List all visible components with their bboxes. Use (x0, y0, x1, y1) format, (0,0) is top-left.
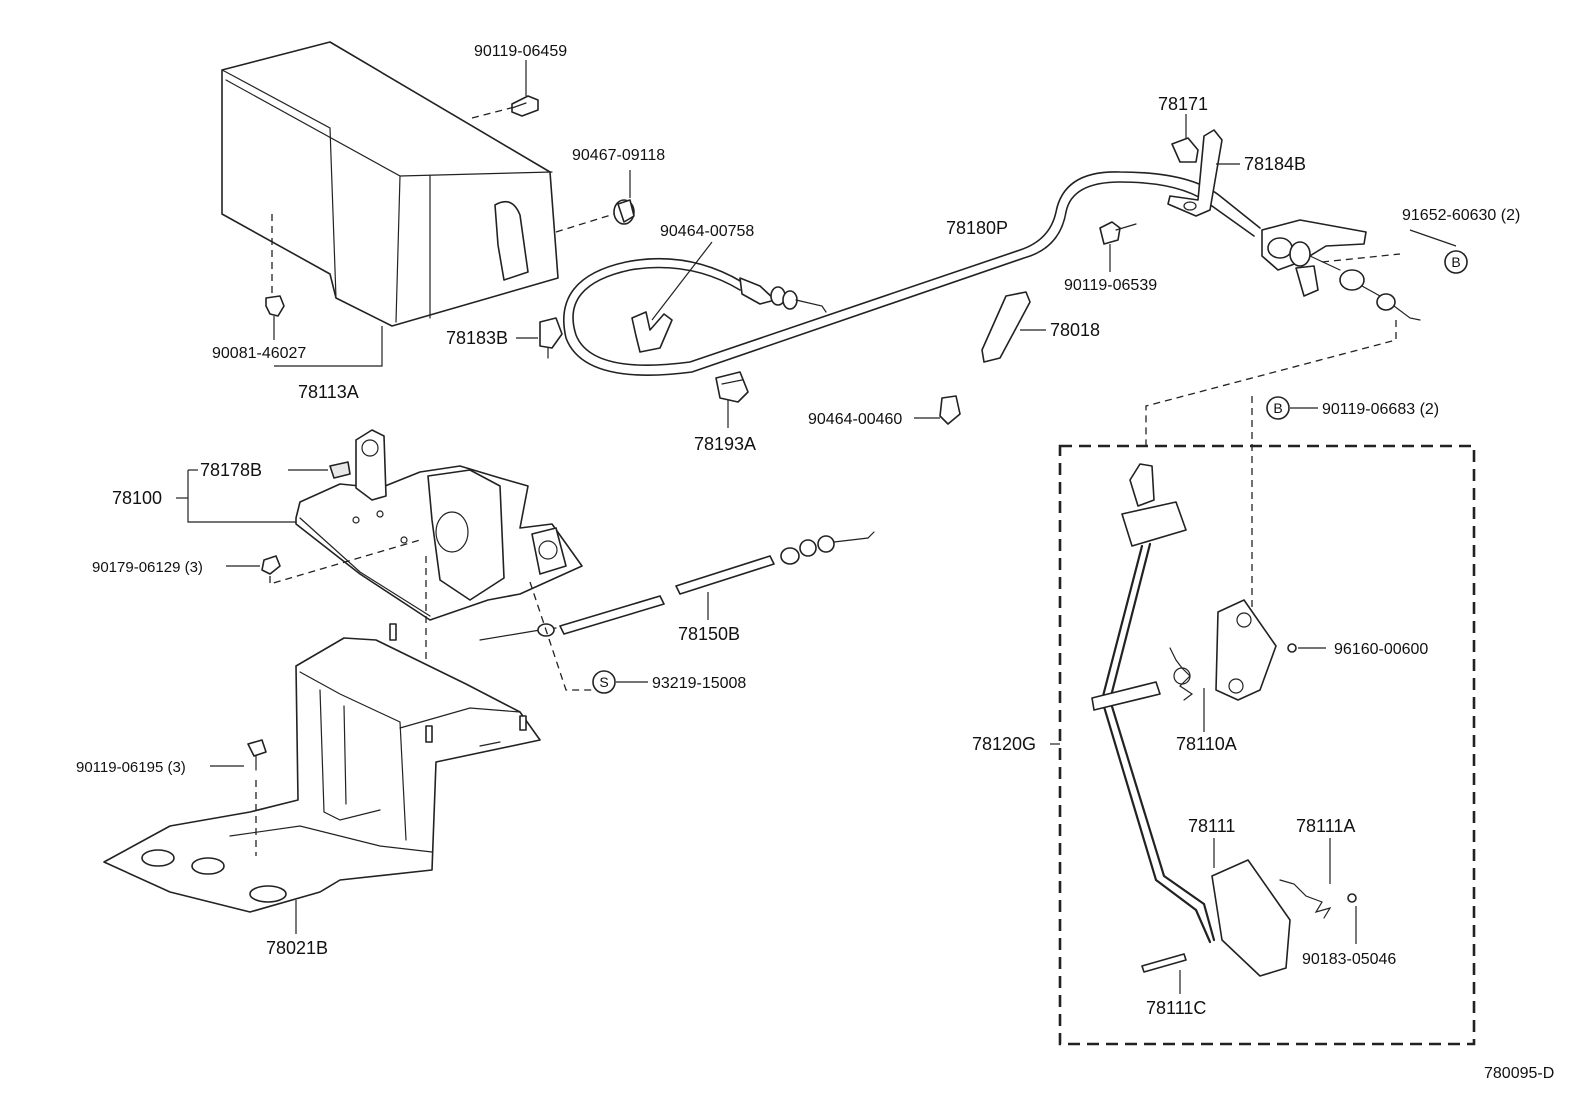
pedal-assembly-box-78120G (1058, 444, 1476, 1046)
spring-78111A (1279, 879, 1332, 919)
label-96160-00600: 96160-00600 (1334, 641, 1428, 658)
pad-78178B (329, 461, 351, 479)
bracket-pedal-stop (1215, 599, 1277, 701)
bracket-78184B (1167, 129, 1223, 217)
washer-96160-00600 (1287, 643, 1297, 653)
label-78018: 78018 (1050, 320, 1100, 340)
label-78111: 78111 (1188, 816, 1235, 836)
label-78150B: 78150B (678, 624, 740, 644)
label-78178B: 78178B (200, 460, 262, 480)
cable-78150B (479, 531, 875, 641)
label-78021B: 78021B (266, 938, 328, 958)
label-90119-06683: 90119-06683 (2) (1322, 401, 1439, 418)
label-78100: 78100 (112, 488, 162, 508)
clamp-90464-00758 (631, 311, 673, 353)
label-78183B: 78183B (446, 328, 508, 348)
marker-s-text: S (599, 674, 608, 690)
bracket-78100 (295, 429, 583, 621)
label-90464-00758: 90464-00758 (660, 223, 754, 240)
label-78111C: 78111C (1146, 998, 1206, 1018)
label-78111A: 78111A (1296, 816, 1355, 836)
pad-78111 (1211, 859, 1291, 977)
stud-right (519, 715, 527, 731)
pedal-arm (1091, 463, 1216, 944)
stud-lower (425, 725, 433, 743)
label-90119-06459: 90119-06459 (474, 43, 567, 60)
marker-b-upper-text: B (1451, 254, 1460, 270)
pin-78111C (1141, 953, 1187, 973)
label-90179-06129: 90179-06129 (3) (92, 559, 203, 576)
label-78120G: 78120G (972, 734, 1036, 754)
bolt-90119-06459 (511, 95, 539, 117)
stud-upper (389, 623, 397, 641)
clamp-90464-00460 (939, 395, 961, 425)
label-93219-15008: 93219-15008 (652, 675, 746, 692)
diagram-code: 780095-D (1484, 1065, 1554, 1082)
clip-90467-09118 (613, 199, 635, 225)
label-78110A: 78110A (1176, 734, 1237, 754)
spring-78110A (1169, 647, 1194, 701)
marker-b-lower: B (1266, 396, 1290, 420)
cable-end-bracket (1261, 219, 1421, 321)
label-78184B: 78184B (1244, 154, 1306, 174)
label-78180P: 78180P (946, 218, 1008, 238)
label-78113A: 78113A (298, 382, 359, 402)
marker-s: S (592, 670, 616, 694)
marker-b-lower-text: B (1273, 400, 1282, 416)
bolt-90119-06195 (247, 739, 267, 771)
clip-90081-46027 (265, 295, 285, 317)
clamp-78193A (715, 371, 749, 403)
label-90183-05046: 90183-05046 (1302, 951, 1396, 968)
cover-78113A (221, 41, 559, 327)
washer-90183-05046 (1347, 893, 1357, 903)
bolt-90119-06539 (1099, 221, 1137, 245)
label-90464-00460: 90464-00460 (808, 411, 902, 428)
label-90119-06539: 90119-06539 (1064, 277, 1157, 294)
label-90081-46027: 90081-46027 (212, 345, 306, 362)
label-90467-09118: 90467-09118 (572, 147, 665, 164)
clip-78171 (1171, 137, 1199, 163)
clip-78183B (539, 317, 563, 359)
label-78171: 78171 (1158, 94, 1208, 114)
nut-90179-06129 (261, 555, 281, 575)
bracket-78018 (981, 291, 1031, 363)
cable-78180P (562, 171, 1261, 376)
plate-78021B (103, 637, 541, 913)
marker-b-upper: B (1444, 250, 1468, 274)
label-91652-60630: 91652-60630 (2) (1402, 207, 1520, 224)
label-78193A: 78193A (694, 434, 756, 454)
label-90119-06195: 90119-06195 (3) (76, 759, 186, 776)
